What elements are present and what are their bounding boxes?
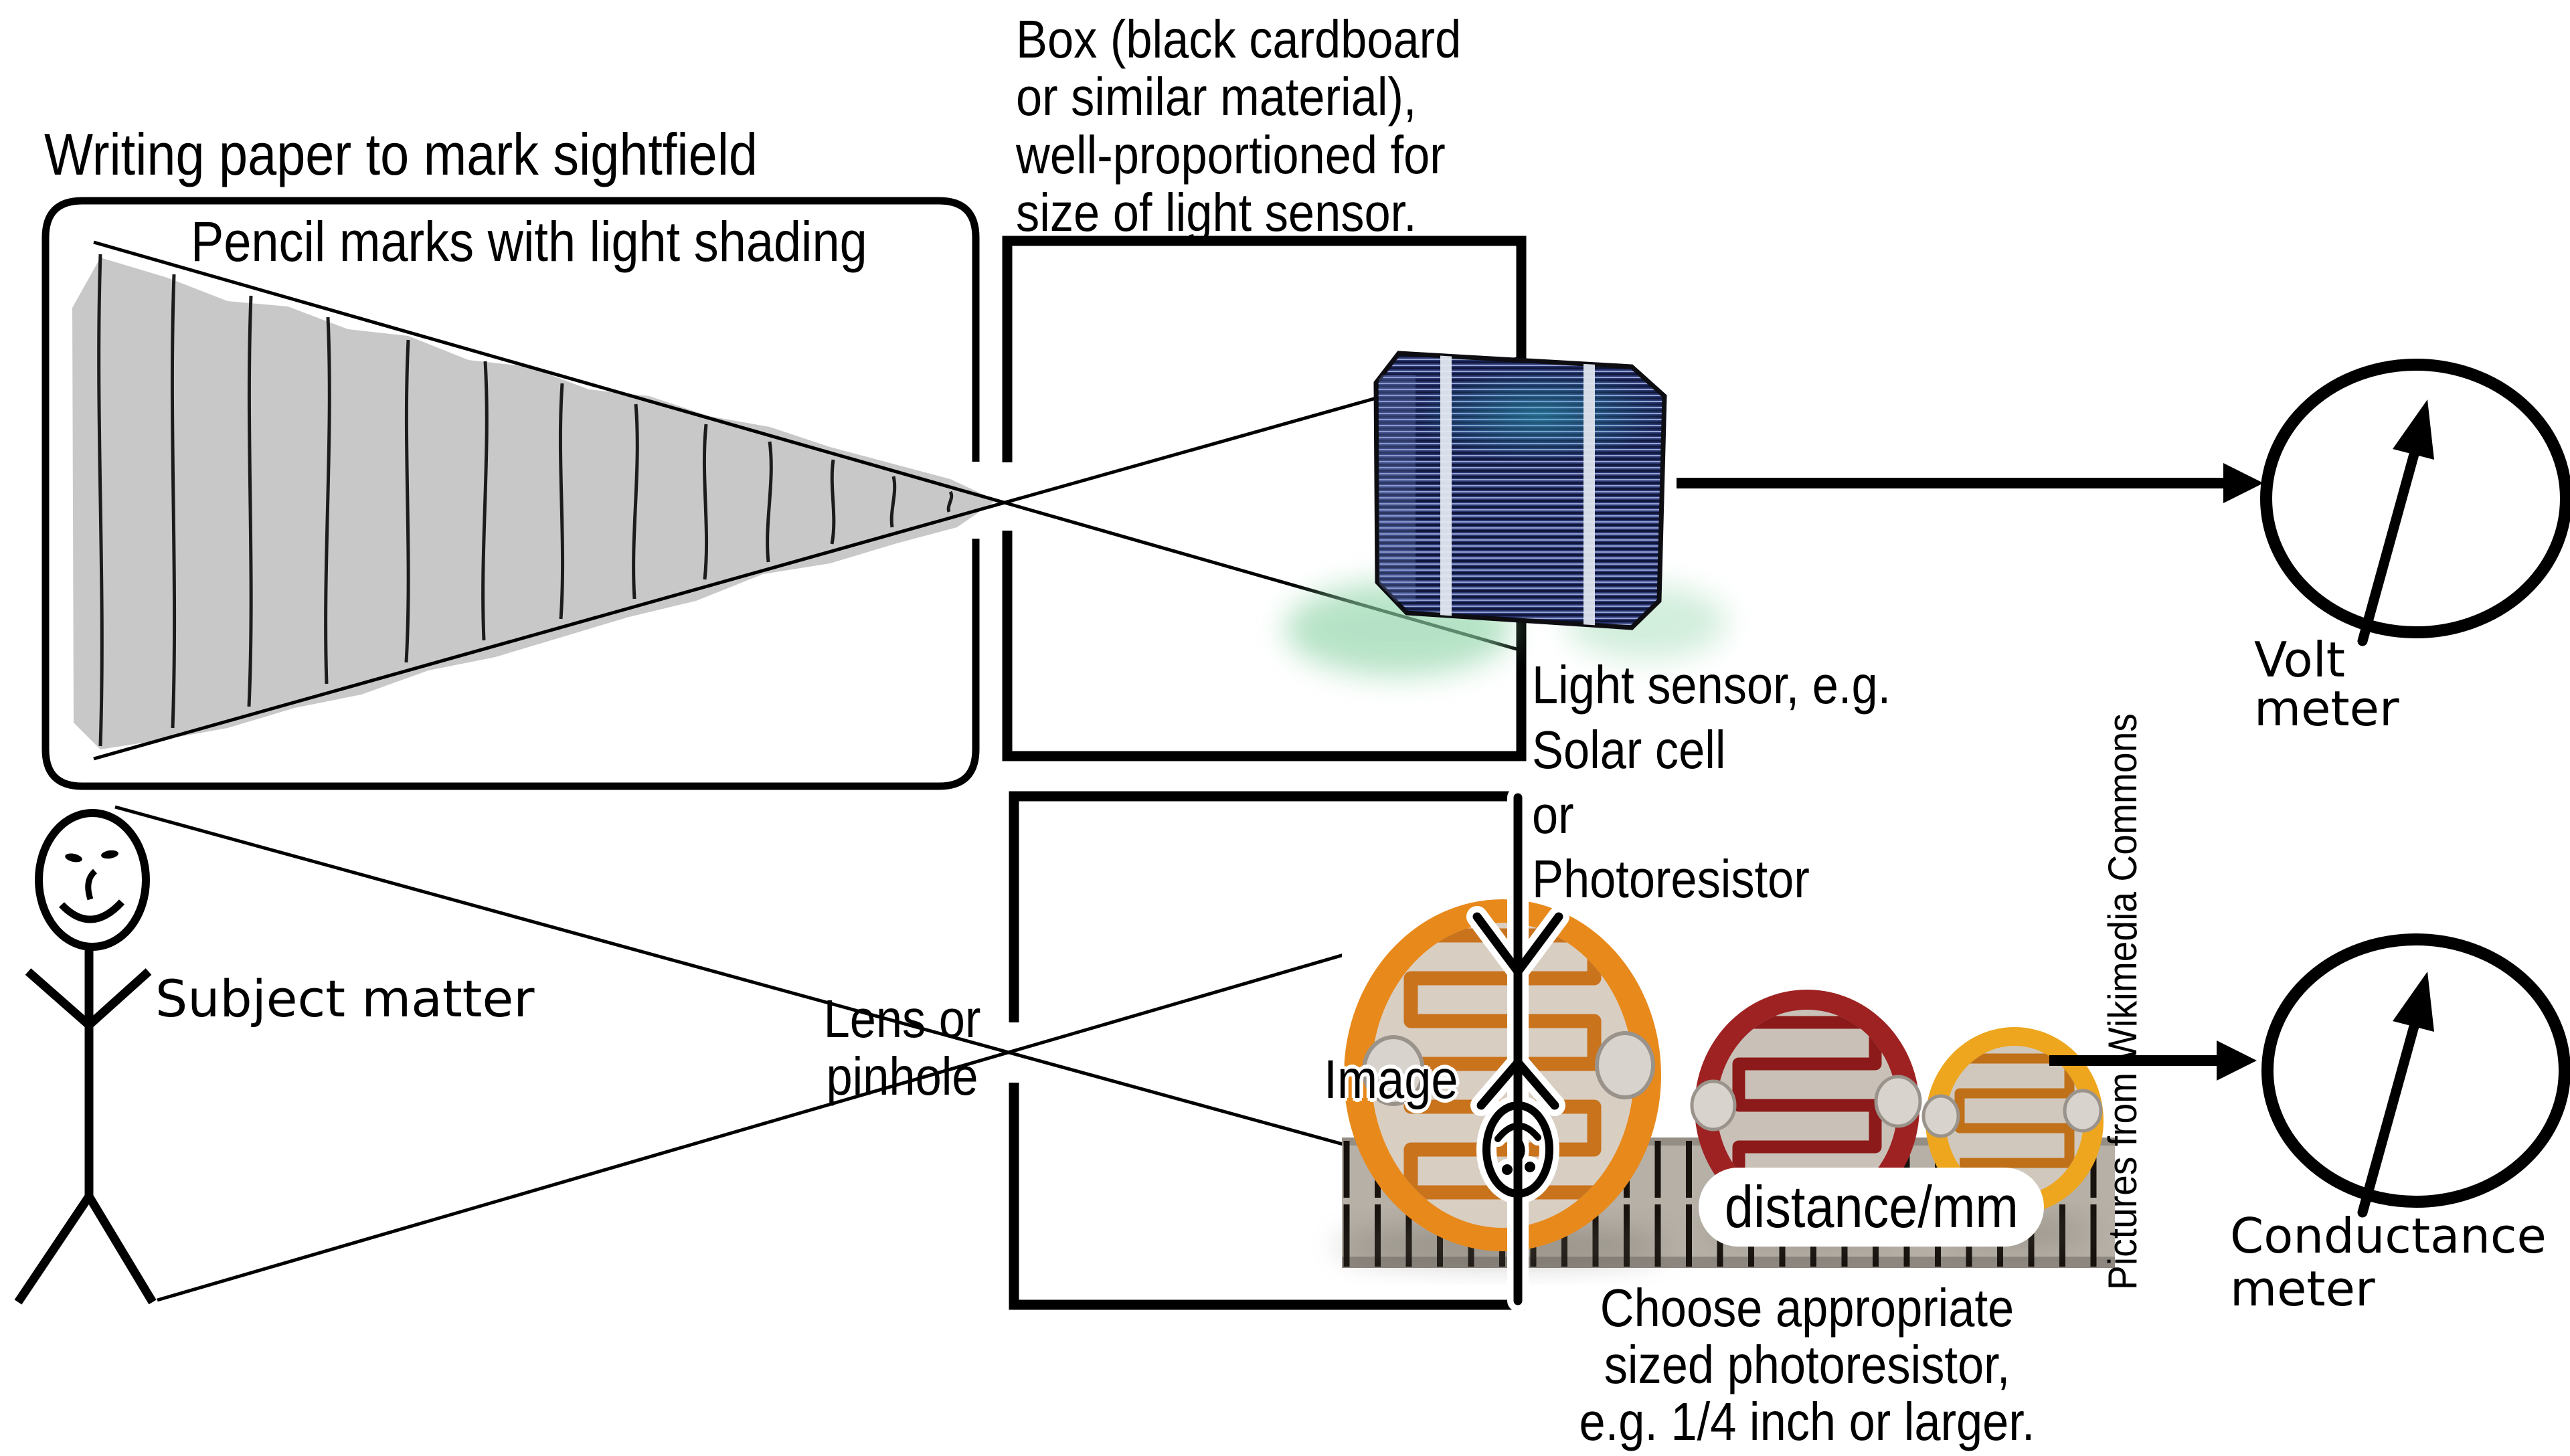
image-eye-right bbox=[1525, 1162, 1535, 1172]
volt-meter-icon bbox=[2260, 359, 2570, 646]
solar-cell-photo bbox=[1285, 351, 1727, 676]
image-stick-figure bbox=[1472, 793, 1563, 1305]
solar-cell-busbar-right bbox=[1583, 361, 1595, 628]
subject-nose bbox=[85, 869, 98, 901]
subject-smile bbox=[59, 899, 125, 923]
pencil-marks-label: Pencil marks with light shading bbox=[191, 210, 867, 273]
subject-matter-label: Subject matter bbox=[155, 969, 535, 1028]
image-label: Image bbox=[1324, 1049, 1458, 1110]
image-eye-left bbox=[1502, 1164, 1513, 1175]
conductance-meter-icon bbox=[2261, 933, 2570, 1218]
box-label: Box (black cardboard or similar material… bbox=[1016, 9, 1462, 243]
watermark-credit-label: Pictures from Wikimedia Commons bbox=[2100, 713, 2145, 1290]
bottom-sight-rays bbox=[114, 805, 1494, 1302]
image-arms bbox=[1476, 1056, 1559, 1110]
wire-arrow-to-volt-meter bbox=[1677, 463, 2263, 503]
photoresistor-large bbox=[1344, 899, 1661, 1251]
conductance-meter-label: Conductance meter bbox=[2230, 1208, 2547, 1317]
subject-arms bbox=[25, 968, 152, 1031]
subject-stick-figure bbox=[14, 809, 157, 1305]
image-nose bbox=[1517, 1140, 1525, 1162]
volt-meter-label: Volt meter bbox=[2254, 632, 2399, 737]
distance-mm-pill: distance/mm bbox=[1699, 1168, 2044, 1247]
pencil-mark-lines bbox=[97, 254, 954, 747]
writing-paper-label: Writing paper to mark sightfield bbox=[44, 121, 758, 187]
distance-mm-label: distance/mm bbox=[1724, 1174, 2019, 1241]
image-smile bbox=[1494, 1122, 1541, 1142]
lens-pinhole-label: Lens or pinhole bbox=[823, 989, 981, 1107]
subject-eye-right bbox=[101, 850, 118, 859]
subject-legs bbox=[14, 1188, 157, 1305]
choose-photoresistor-label: Choose appropriate sized photoresistor, … bbox=[1579, 1278, 2035, 1451]
photoresistor-medium bbox=[1690, 990, 1922, 1225]
subject-eye-left bbox=[65, 853, 82, 862]
light-sensor-label: Light sensor, e.g. Solar cell or Photore… bbox=[1532, 655, 1891, 909]
image-head bbox=[1482, 1101, 1553, 1198]
pencil-shading-area bbox=[72, 258, 996, 749]
solar-cell-busbar-left bbox=[1440, 353, 1452, 619]
top-sight-rays bbox=[93, 240, 1522, 761]
image-legs bbox=[1472, 912, 1563, 979]
